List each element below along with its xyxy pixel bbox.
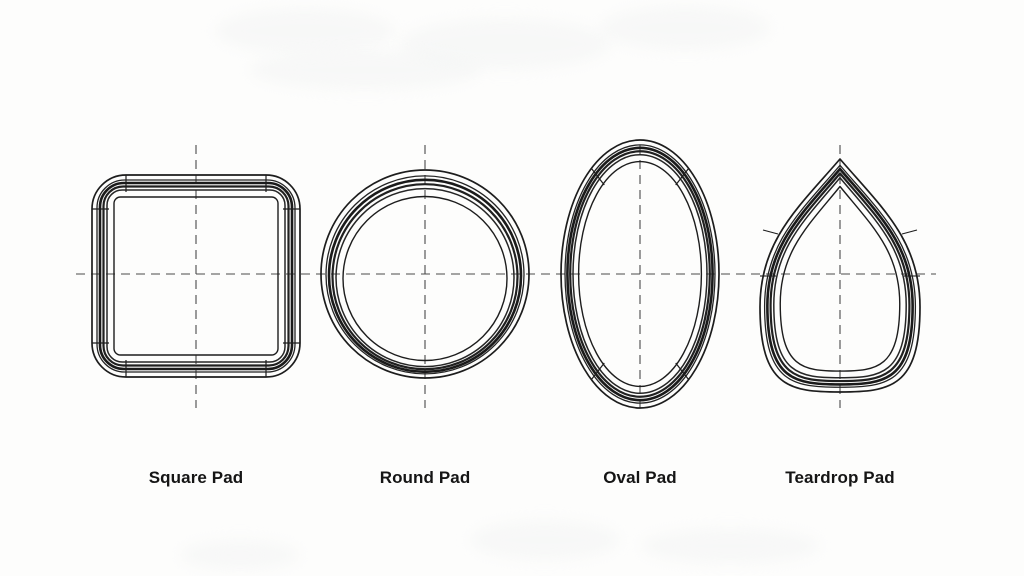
- oval-pad: [560, 139, 720, 409]
- teardrop-pad-band-3: [769, 172, 911, 383]
- oval-pad-tick-1: [675, 362, 690, 380]
- teardrop-pad-band-0: [759, 158, 921, 393]
- square-pad-band-2: [98, 181, 294, 371]
- round-pad-band-0: [320, 169, 530, 379]
- round-pad-band-2: [327, 178, 523, 374]
- pad-shapes-group: [91, 139, 921, 409]
- square-pad-band-0: [91, 174, 301, 378]
- oval-pad-tick-2: [590, 168, 605, 186]
- square-pad-band-3: [102, 185, 290, 367]
- teardrop-pad-tick-1: [901, 229, 918, 235]
- square-pad-band-4: [106, 189, 286, 363]
- teardrop-pad: [759, 158, 921, 393]
- oval-pad-band-4: [572, 153, 708, 395]
- oval-pad-band-1: [564, 144, 716, 404]
- teardrop-pad-band-1: [763, 164, 917, 388]
- pad-label-teardrop: Teardrop Pad: [785, 468, 895, 487]
- centerlines-group: [76, 145, 936, 408]
- round-pad-band-4: [335, 187, 515, 368]
- oval-pad-tick-0: [590, 362, 605, 380]
- teardrop-pad-tick-0: [762, 229, 779, 235]
- oval-pad-band-0: [560, 139, 720, 409]
- teardrop-pad-band-5: [779, 185, 901, 372]
- square-pad-band-1: [96, 179, 296, 373]
- oval-pad-band-3: [569, 150, 711, 398]
- square-pad: [91, 174, 301, 378]
- square-pad-band-5: [113, 196, 279, 356]
- round-pad-band-3: [331, 183, 519, 371]
- round-pad-band-5: [342, 195, 508, 362]
- pad-label-oval: Oval Pad: [603, 468, 677, 487]
- round-pad-band-1: [325, 175, 525, 375]
- teardrop-pad-band-2: [766, 167, 914, 386]
- pad-label-round: Round Pad: [379, 468, 471, 487]
- teardrop-pad-band-4: [773, 177, 907, 379]
- oval-pad-band-2: [566, 146, 714, 402]
- pad-label-square: Square Pad: [148, 468, 244, 487]
- oval-pad-band-5: [577, 160, 703, 388]
- oval-pad-tick-3: [675, 168, 690, 186]
- round-pad: [320, 169, 530, 379]
